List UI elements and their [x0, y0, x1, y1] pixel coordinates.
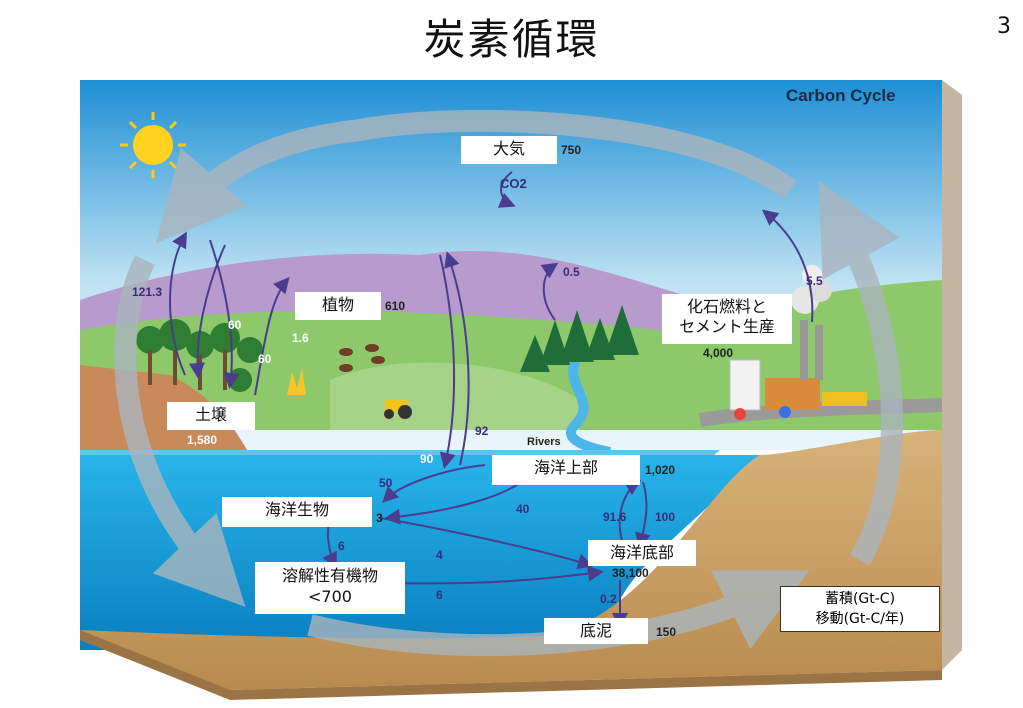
river — [566, 352, 611, 457]
co2-label: CO2 — [500, 176, 527, 191]
reservoir-sediment-value: 150 — [656, 625, 677, 639]
tractor-icon — [384, 400, 412, 419]
forest-conifers — [520, 305, 639, 372]
reservoir-dissolved-organic-label: 溶解性有機物 <700 — [255, 562, 405, 614]
flux-60a: 60 — [228, 318, 242, 332]
flux-100: 100 — [655, 510, 676, 524]
reservoir-sediment-label: 底泥 — [544, 618, 648, 644]
flux-6a: 6 — [338, 539, 345, 553]
flux-50: 50 — [379, 476, 393, 490]
flux-90: 90 — [420, 452, 434, 466]
rivers-label: Rivers — [527, 436, 561, 448]
flux-40: 40 — [516, 502, 530, 516]
flux-91-6: 91.6 — [603, 510, 627, 524]
page-number: 3 — [997, 14, 1011, 39]
legend-flux: 移動(Gt-C/年) — [815, 611, 905, 627]
reservoir-soil-label: 土壌 — [167, 402, 255, 430]
reservoir-atmosphere-value: 750 — [561, 143, 582, 157]
factory-icon — [729, 265, 867, 420]
reservoir-fossil-label: 化石燃料と セメント生産 — [662, 294, 792, 344]
fire-icon — [287, 368, 306, 395]
flux-1-6: 1.6 — [292, 331, 309, 345]
flux-arrows — [169, 171, 814, 629]
reservoir-deep-ocean-value: 38,100 — [612, 566, 649, 580]
reservoir-plants-label: 植物 — [295, 292, 381, 320]
flux-121-3: 121.3 — [132, 285, 163, 299]
forest-left — [136, 319, 263, 392]
reservoir-plants-value: 610 — [385, 299, 406, 313]
reservoir-deep-ocean-label: 海洋底部 — [588, 540, 696, 566]
reservoir-soil-value: 1,580 — [187, 433, 218, 447]
reservoir-atmosphere-label: 大気 — [461, 136, 557, 164]
diagram-brand: Carbon Cycle — [786, 86, 896, 105]
flux-0-2: 0.2 — [600, 592, 617, 606]
flux-5-5: 5.5 — [806, 274, 823, 288]
flux-6b: 6 — [436, 588, 443, 602]
cattle-icon — [339, 344, 385, 372]
reservoir-surface-ocean-value: 1,020 — [645, 463, 676, 477]
reservoir-surface-ocean-label: 海洋上部 — [492, 455, 640, 485]
flux-60b: 60 — [258, 352, 272, 366]
box-side — [942, 80, 962, 670]
reservoir-marine-biota-label: 海洋生物 — [222, 497, 372, 527]
flux-0-5: 0.5 — [563, 265, 580, 279]
legend-stock: 蓄積(Gt-C) — [824, 591, 896, 607]
reservoir-marine-biota-value: 3 — [376, 511, 383, 525]
flux-92: 92 — [475, 424, 489, 438]
legend: 蓄積(Gt-C) 移動(Gt-C/年) — [780, 586, 940, 632]
slide-title: 炭素循環 — [423, 15, 600, 64]
reservoir-fossil-value: 4,000 — [703, 346, 734, 360]
flux-4: 4 — [436, 548, 443, 562]
